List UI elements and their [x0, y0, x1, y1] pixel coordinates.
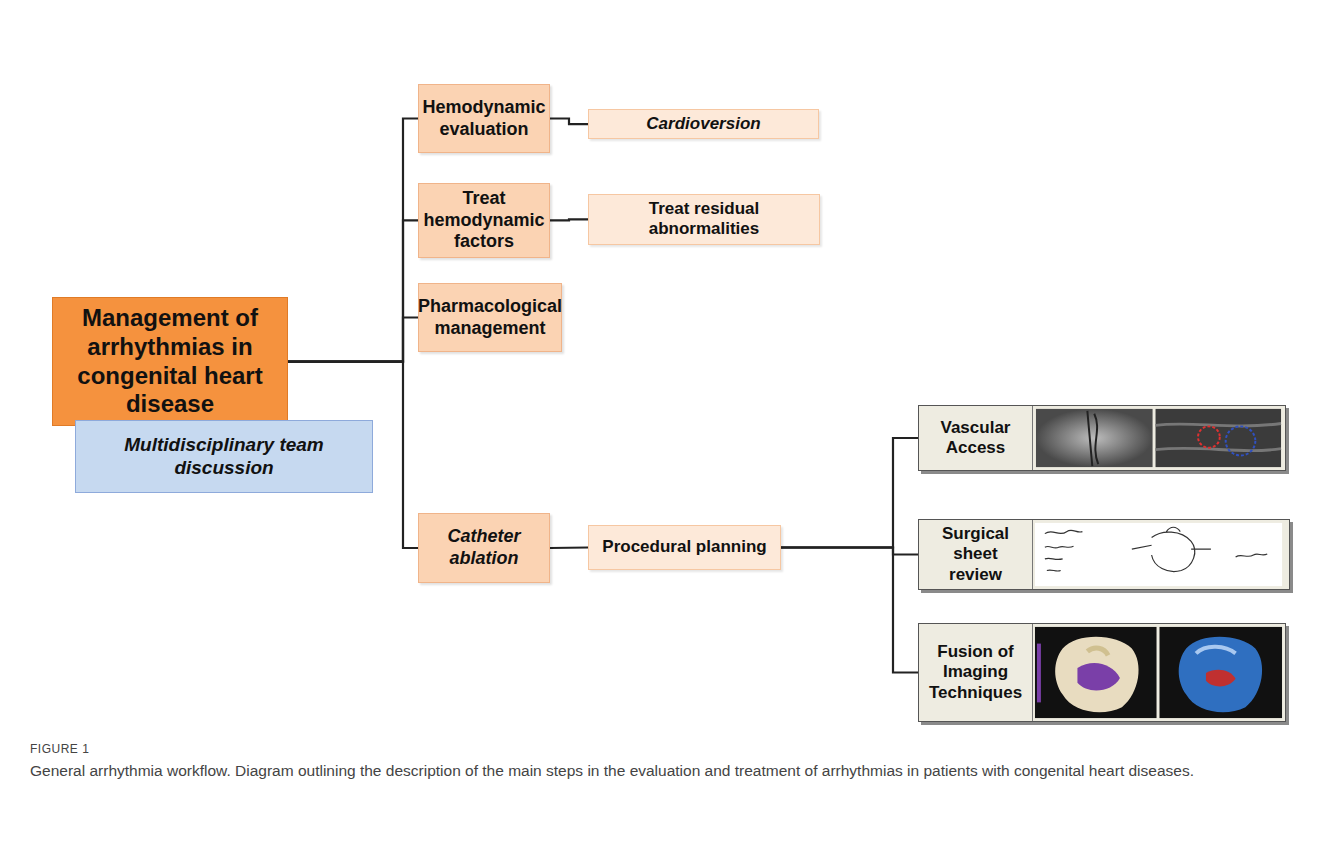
box-text: Pharmacological management [418, 296, 562, 339]
step-box: Catheter ablation [418, 513, 550, 583]
step-box: Treat hemodynamic factors [418, 183, 550, 258]
connector-line [288, 220, 418, 361]
connector-line [288, 119, 418, 362]
scar-region [1077, 663, 1119, 690]
connector-line [550, 219, 588, 220]
box-text: Surgical sheet review [925, 524, 1026, 585]
illustration [1033, 624, 1284, 721]
tissue-band [1156, 423, 1282, 450]
map-image [1035, 627, 1157, 718]
box-text: Cardioversion [646, 114, 760, 134]
substep-box: Treat residual abnormalities [588, 194, 820, 245]
label-cell: Vascular Access [919, 406, 1033, 470]
handwriting-sketch [1045, 527, 1267, 571]
planning-box: Vascular Access [918, 405, 1286, 471]
figure-label: FIGURE 1 [30, 742, 89, 756]
substep-box: Procedural planning [588, 525, 781, 570]
color-scale [1037, 644, 1041, 703]
box-text: Hemodynamic evaluation [422, 97, 545, 140]
substep-box: Cardioversion [588, 109, 819, 139]
planning-box: Fusion of Imaging Techniques [918, 623, 1286, 722]
step-box: Hemodynamic evaluation [418, 84, 550, 153]
label-cell: Surgical sheet review [919, 520, 1033, 589]
main-box: Management of arrhythmias in congenital … [52, 297, 288, 426]
heart-model [1179, 637, 1262, 713]
box-text: Fusion of Imaging Techniques [925, 642, 1026, 703]
box-text: Vascular Access [925, 418, 1026, 459]
team-box: Multidisciplinary team discussion [75, 420, 373, 493]
connector-line [550, 546, 588, 549]
step-box: Pharmacological management [418, 283, 562, 352]
illustration [1033, 406, 1284, 470]
box-text: Management of arrhythmias in congenital … [63, 304, 277, 419]
box-text: Procedural planning [602, 537, 766, 557]
fluoroscopy-image [1036, 409, 1153, 467]
ultrasound-image [1156, 409, 1282, 467]
box-text: Multidisciplinary team discussion [86, 434, 362, 480]
heart-model [1055, 637, 1138, 713]
connector-line [781, 548, 918, 673]
box-text: Catheter ablation [425, 526, 543, 569]
vessel [1196, 647, 1236, 654]
catheter-shadow [1087, 411, 1098, 466]
box-text: Treat residual abnormalities [597, 199, 811, 240]
scar-region [1206, 670, 1236, 687]
connector-line [288, 318, 418, 362]
planning-box: Surgical sheet review [918, 519, 1290, 590]
illustration [1033, 520, 1288, 589]
box-text: Treat hemodynamic factors [423, 188, 544, 253]
map-image [1159, 627, 1282, 718]
vessel [1087, 648, 1108, 655]
artery-circle [1198, 426, 1220, 447]
label-cell: Fusion of Imaging Techniques [919, 624, 1033, 721]
figure-caption: General arrhythmia workflow. Diagram out… [30, 760, 1290, 782]
sheet-image [1035, 523, 1282, 586]
vein-circle [1226, 426, 1256, 455]
connector-line [550, 119, 588, 125]
connector-line [781, 438, 918, 548]
